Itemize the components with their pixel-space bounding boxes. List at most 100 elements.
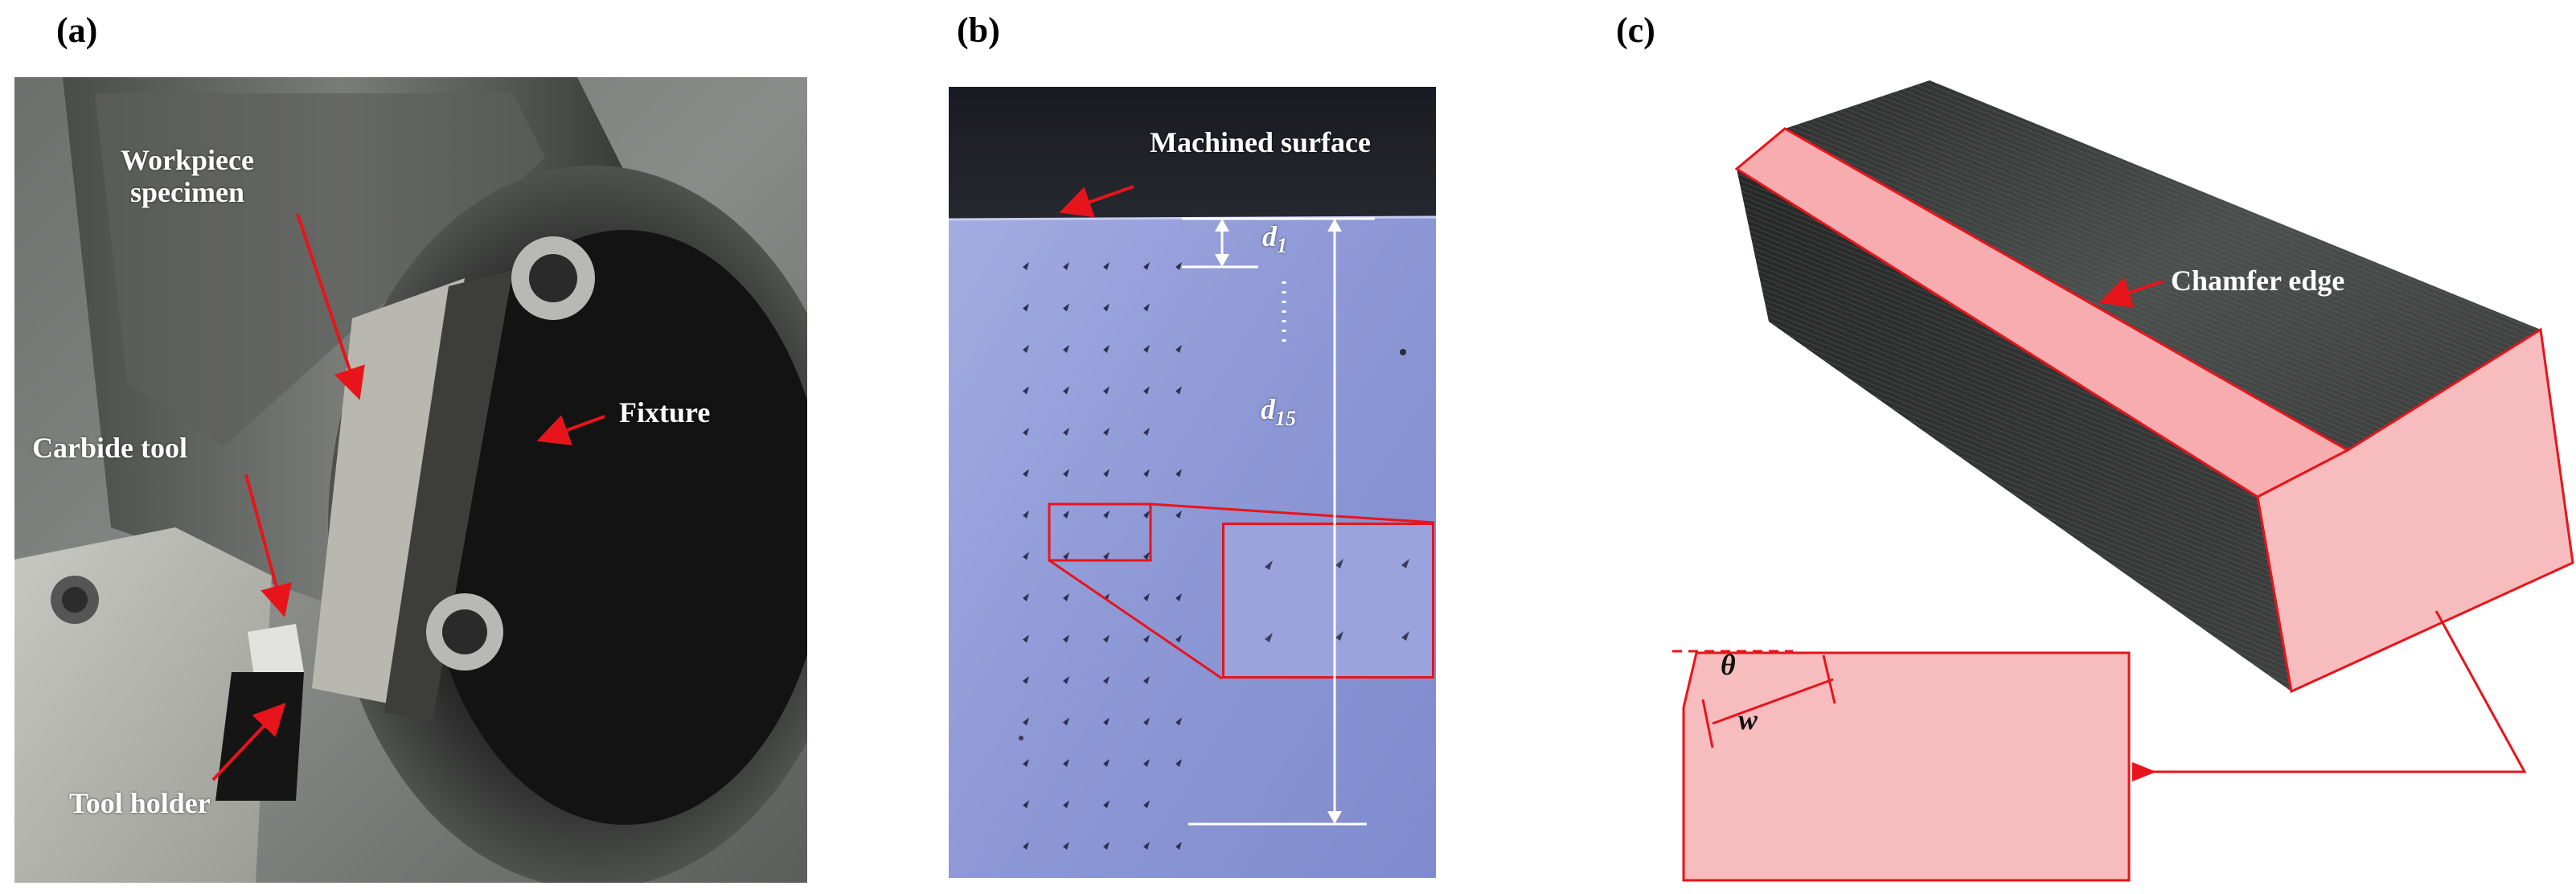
indent-mark — [1103, 386, 1110, 395]
indent-mark — [1063, 511, 1069, 519]
indent-mark — [1063, 303, 1069, 312]
panel-label-a: (a) — [56, 10, 98, 50]
indent-mark — [1103, 676, 1110, 684]
fixture-arrow — [536, 415, 605, 445]
indent-mark — [1103, 717, 1110, 726]
machined-surface-arrow — [1059, 185, 1134, 218]
indent-mark — [1023, 759, 1029, 767]
indent-mark — [1175, 593, 1182, 601]
indent-mark — [1143, 634, 1150, 643]
micrograph-illustration — [949, 87, 1436, 878]
indent-mark — [1143, 303, 1150, 312]
d15-symbol: d — [1261, 393, 1275, 425]
micrograph — [949, 87, 1436, 878]
indent-mark — [1103, 262, 1110, 270]
indent-mark — [1063, 552, 1069, 560]
indent-mark — [1143, 386, 1150, 395]
indent-mark — [1023, 345, 1029, 353]
indent-mark — [1175, 345, 1182, 353]
d1-label: d1 — [1262, 220, 1287, 258]
indent-mark — [1063, 759, 1069, 767]
workpiece-arrow — [296, 213, 365, 400]
indent-mark — [1103, 511, 1110, 519]
cross-section — [1682, 651, 2131, 882]
indent-mark — [1063, 428, 1069, 436]
indent-mark — [1023, 428, 1029, 436]
indent-mark — [1175, 511, 1182, 519]
indent-mark — [1143, 676, 1150, 684]
indentation-grid — [1023, 262, 1182, 850]
theta-label: θ — [1721, 649, 1736, 681]
indent-mark — [1175, 759, 1182, 767]
indent-mark — [1063, 593, 1069, 601]
indent-mark — [1063, 345, 1069, 353]
setup-photo-illustration — [14, 77, 807, 883]
indent-mark — [1175, 634, 1182, 643]
indent-mark — [1063, 676, 1069, 684]
indent-mark — [1063, 386, 1069, 395]
indent-mark — [1063, 469, 1069, 478]
indent-mark — [1023, 634, 1029, 643]
indent-mark — [1143, 511, 1150, 519]
workpiece-specimen-label: Workpiece specimen — [121, 144, 254, 208]
indent-mark — [1063, 262, 1069, 270]
indent-mark — [1023, 593, 1029, 601]
indent-mark — [1103, 428, 1110, 436]
indent-mark — [1143, 345, 1150, 353]
indent-mark — [1023, 800, 1029, 809]
indent-mark — [1143, 717, 1150, 726]
indent-mark — [1143, 800, 1150, 809]
indent-mark — [1063, 717, 1069, 726]
indent-mark — [1175, 469, 1182, 478]
chamfer-edge-label: Chamfer edge — [2171, 265, 2345, 297]
w-label: w — [1738, 703, 1758, 736]
indent-mark — [1103, 303, 1110, 312]
indent-mark — [1063, 842, 1069, 850]
indent-mark — [1023, 552, 1029, 560]
indent-mark — [1023, 511, 1029, 519]
indent-mark — [1103, 800, 1110, 809]
machined-surface-label: Machined surface — [1150, 126, 1371, 158]
indent-mark — [1103, 345, 1110, 353]
indent-mark — [1063, 800, 1069, 809]
indent-mark — [1143, 842, 1150, 850]
indent-mark — [1143, 759, 1150, 767]
panel-label-b: (b) — [957, 10, 1000, 50]
indent-mark — [1103, 634, 1110, 643]
indent-mark — [1023, 469, 1029, 478]
tool-holder-arrow — [211, 703, 286, 781]
panel-label-c: (c) — [1616, 10, 1655, 50]
d15-label: d15 — [1261, 393, 1296, 431]
indent-mark — [1023, 842, 1029, 850]
carbide-tool-arrow — [244, 474, 292, 617]
end-face — [2256, 327, 2574, 694]
indent-mark — [1143, 469, 1150, 478]
indent-mark — [1175, 842, 1182, 850]
chamfer-edge-arrow — [2098, 277, 2164, 308]
indent-mark — [1023, 386, 1029, 395]
fixture-label: Fixture — [619, 396, 711, 429]
indent-mark — [1175, 262, 1182, 270]
indent-mark — [1143, 552, 1150, 560]
indent-mark — [1143, 593, 1150, 601]
indent-mark — [1103, 552, 1110, 560]
carbide-tool-label: Carbide tool — [32, 432, 187, 464]
indent-mark — [1175, 717, 1182, 726]
tool-holder-label: Tool holder — [69, 787, 211, 819]
indent-mark — [1023, 717, 1029, 726]
d1-symbol: d — [1262, 220, 1277, 252]
indent-mark — [1143, 428, 1150, 436]
indent-mark — [1063, 634, 1069, 643]
d1-subscript: 1 — [1277, 234, 1287, 258]
indent-mark — [1023, 303, 1029, 312]
indent-mark — [1023, 676, 1029, 684]
indent-mark — [1103, 759, 1110, 767]
indent-mark — [1103, 469, 1110, 478]
indent-mark — [1143, 262, 1150, 270]
indent-mark — [1175, 386, 1182, 395]
indent-mark — [1023, 262, 1029, 270]
zoom-inset-illustration — [1265, 559, 1409, 642]
d15-subscript: 15 — [1275, 407, 1296, 431]
indent-mark — [1103, 842, 1110, 850]
